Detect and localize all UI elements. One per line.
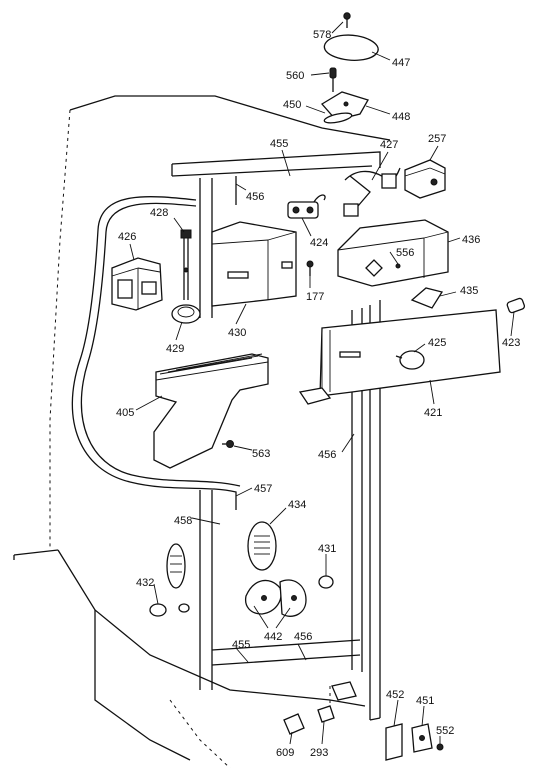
knob-425: [395, 350, 425, 370]
callout-436: 436: [462, 234, 480, 246]
lamp-450: [323, 112, 353, 124]
callout-423: 423: [502, 337, 520, 349]
screw-560: [329, 67, 337, 92]
callout-456-top: 456: [246, 191, 264, 203]
damper-426: [111, 257, 163, 311]
callout-405: 405: [116, 407, 134, 419]
relay-257: [404, 159, 446, 199]
callout-456-mid: 456: [318, 449, 336, 461]
capillary-428: [180, 229, 192, 300]
callout-424: 424: [310, 237, 328, 249]
switch-424: [287, 194, 326, 219]
plug-423: [506, 297, 526, 314]
callout-431: 431: [318, 543, 336, 555]
housing-436: [337, 219, 449, 287]
callout-177: 177: [306, 291, 324, 303]
vent-432: [149, 543, 190, 617]
fan-442: [244, 579, 307, 617]
part-609: [283, 713, 305, 735]
knob-429: [171, 304, 201, 324]
clip-435: [410, 287, 444, 309]
grille-434: [247, 521, 277, 571]
callout-442: 442: [264, 631, 282, 643]
callout-425: 425: [428, 337, 446, 349]
callout-578: 578: [313, 29, 331, 41]
base-hardware: [329, 681, 357, 706]
callout-421: 421: [424, 407, 442, 419]
screw-177: [306, 260, 314, 276]
callout-455-bot: 455: [232, 639, 250, 651]
screw-578: [343, 12, 351, 28]
tube-457-inner: [80, 202, 241, 487]
callout-257: 257: [428, 133, 446, 145]
callout-434: 434: [288, 499, 306, 511]
tube-457: [71, 196, 237, 510]
callout-447: 447: [392, 57, 410, 69]
callout-293: 293: [310, 747, 328, 759]
callout-563: 563: [252, 448, 270, 460]
callout-552: 552: [436, 725, 454, 737]
leader-lines: [129, 21, 515, 745]
plug-431: [318, 575, 334, 589]
bracket-452: [385, 723, 403, 761]
part-293: [317, 705, 335, 723]
callout-426: 426: [118, 231, 136, 243]
callout-448: 448: [392, 111, 410, 123]
callout-labels: 578 447 560 450 448 455 427 257 456 428 …: [116, 29, 520, 759]
callout-428: 428: [150, 207, 168, 219]
callout-457: 457: [254, 483, 272, 495]
callout-432: 432: [136, 577, 154, 589]
callout-556: 556: [396, 247, 414, 259]
screw-552: [436, 743, 444, 751]
callout-451: 451: [416, 695, 434, 707]
hinge-451: [411, 723, 433, 753]
callout-427: 427: [380, 139, 398, 151]
callout-429: 429: [166, 343, 184, 355]
callout-455-top: 455: [270, 138, 288, 150]
harness-427: [343, 167, 401, 217]
callout-430: 430: [228, 327, 246, 339]
cabinet-outline: [13, 95, 391, 768]
cover-447: [323, 34, 379, 61]
duct-405: [153, 353, 269, 469]
callout-560: 560: [286, 70, 304, 82]
callout-452: 452: [386, 689, 404, 701]
callout-458: 458: [174, 515, 192, 527]
callout-450: 450: [283, 99, 301, 111]
callout-456-bot: 456: [294, 631, 312, 643]
screw-563: [222, 440, 234, 448]
bracket-430: [211, 221, 297, 307]
callout-609: 609: [276, 747, 294, 759]
callout-435: 435: [460, 285, 478, 297]
